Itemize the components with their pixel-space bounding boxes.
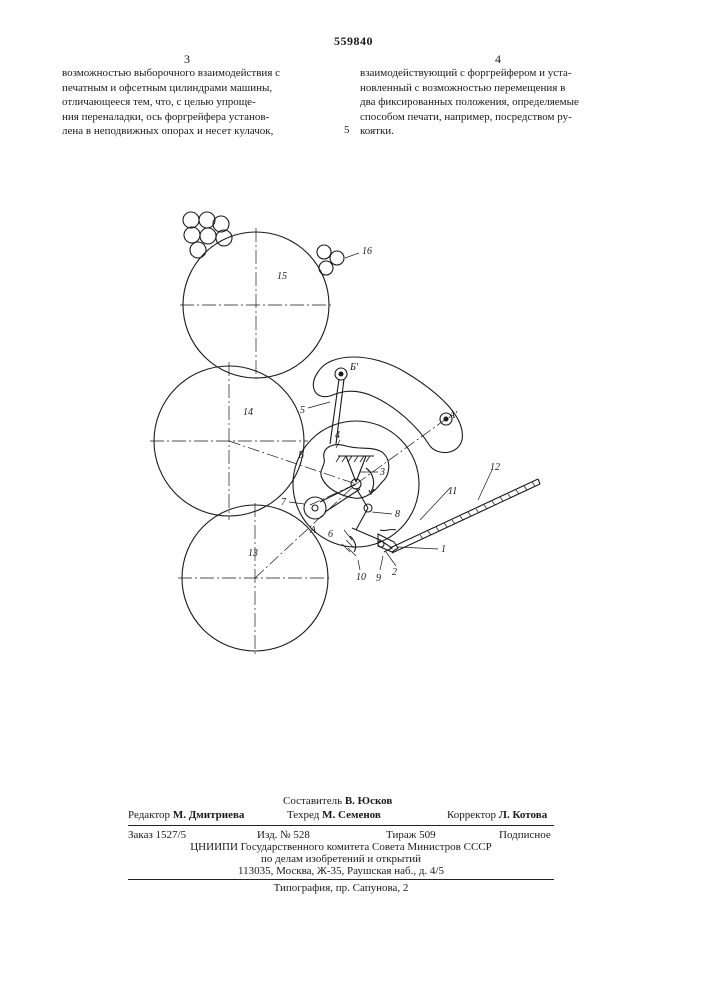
label-15: 15 — [277, 271, 287, 282]
label-13: 13 — [248, 548, 258, 559]
label-9: 9 — [376, 573, 381, 584]
editor-label: Редактор — [128, 809, 170, 821]
techred-name: М. Семенов — [322, 809, 381, 821]
editor-line: Редактор М. Дмитриева — [128, 809, 244, 822]
compiler-label: Составитель — [283, 795, 342, 807]
corrector-label: Корректор — [447, 809, 496, 821]
label-2: 2 — [392, 567, 397, 578]
label-6: 6 — [328, 529, 333, 540]
imprint-divider — [128, 825, 554, 826]
label-4: 4 — [335, 430, 340, 441]
label-8: 8 — [395, 509, 400, 520]
label-b: Б — [297, 450, 304, 461]
label-14: 14 — [243, 407, 253, 418]
label-a: А — [309, 525, 317, 536]
label-5: 5 — [300, 405, 305, 416]
label-a-prime: А' — [448, 410, 458, 421]
imprint-divider-bottom — [128, 879, 554, 880]
label-16: 16 — [362, 246, 372, 257]
label-b-prime: Б' — [349, 362, 359, 373]
techred-line: Техред М. Семенов — [287, 809, 381, 822]
label-10: 10 — [356, 572, 366, 583]
institute-address: 113035, Москва, Ж-35, Раушская наб., д. … — [128, 865, 554, 878]
label-1: 1 — [441, 544, 446, 555]
corrector-line: Корректор Л. Котова — [447, 809, 547, 822]
corrector-name: Л. Котова — [499, 809, 547, 821]
compiler-line: Составитель В. Юсков — [283, 795, 392, 808]
label-12: 12 — [490, 462, 500, 473]
techred-label: Техред — [287, 809, 319, 821]
printing-house: Типография, пр. Сапунова, 2 — [128, 882, 554, 895]
editor-name: М. Дмитриева — [173, 809, 245, 821]
label-11: 11 — [448, 486, 457, 497]
label-7: 7 — [281, 497, 287, 508]
label-3: 3 — [379, 467, 385, 478]
compiler-name: В. Юсков — [345, 795, 392, 807]
mechanism-drawing: 15 16 14 13 Б' А' 5 4 Б 3 7 А 6 8 1 2 9 … — [0, 0, 707, 780]
